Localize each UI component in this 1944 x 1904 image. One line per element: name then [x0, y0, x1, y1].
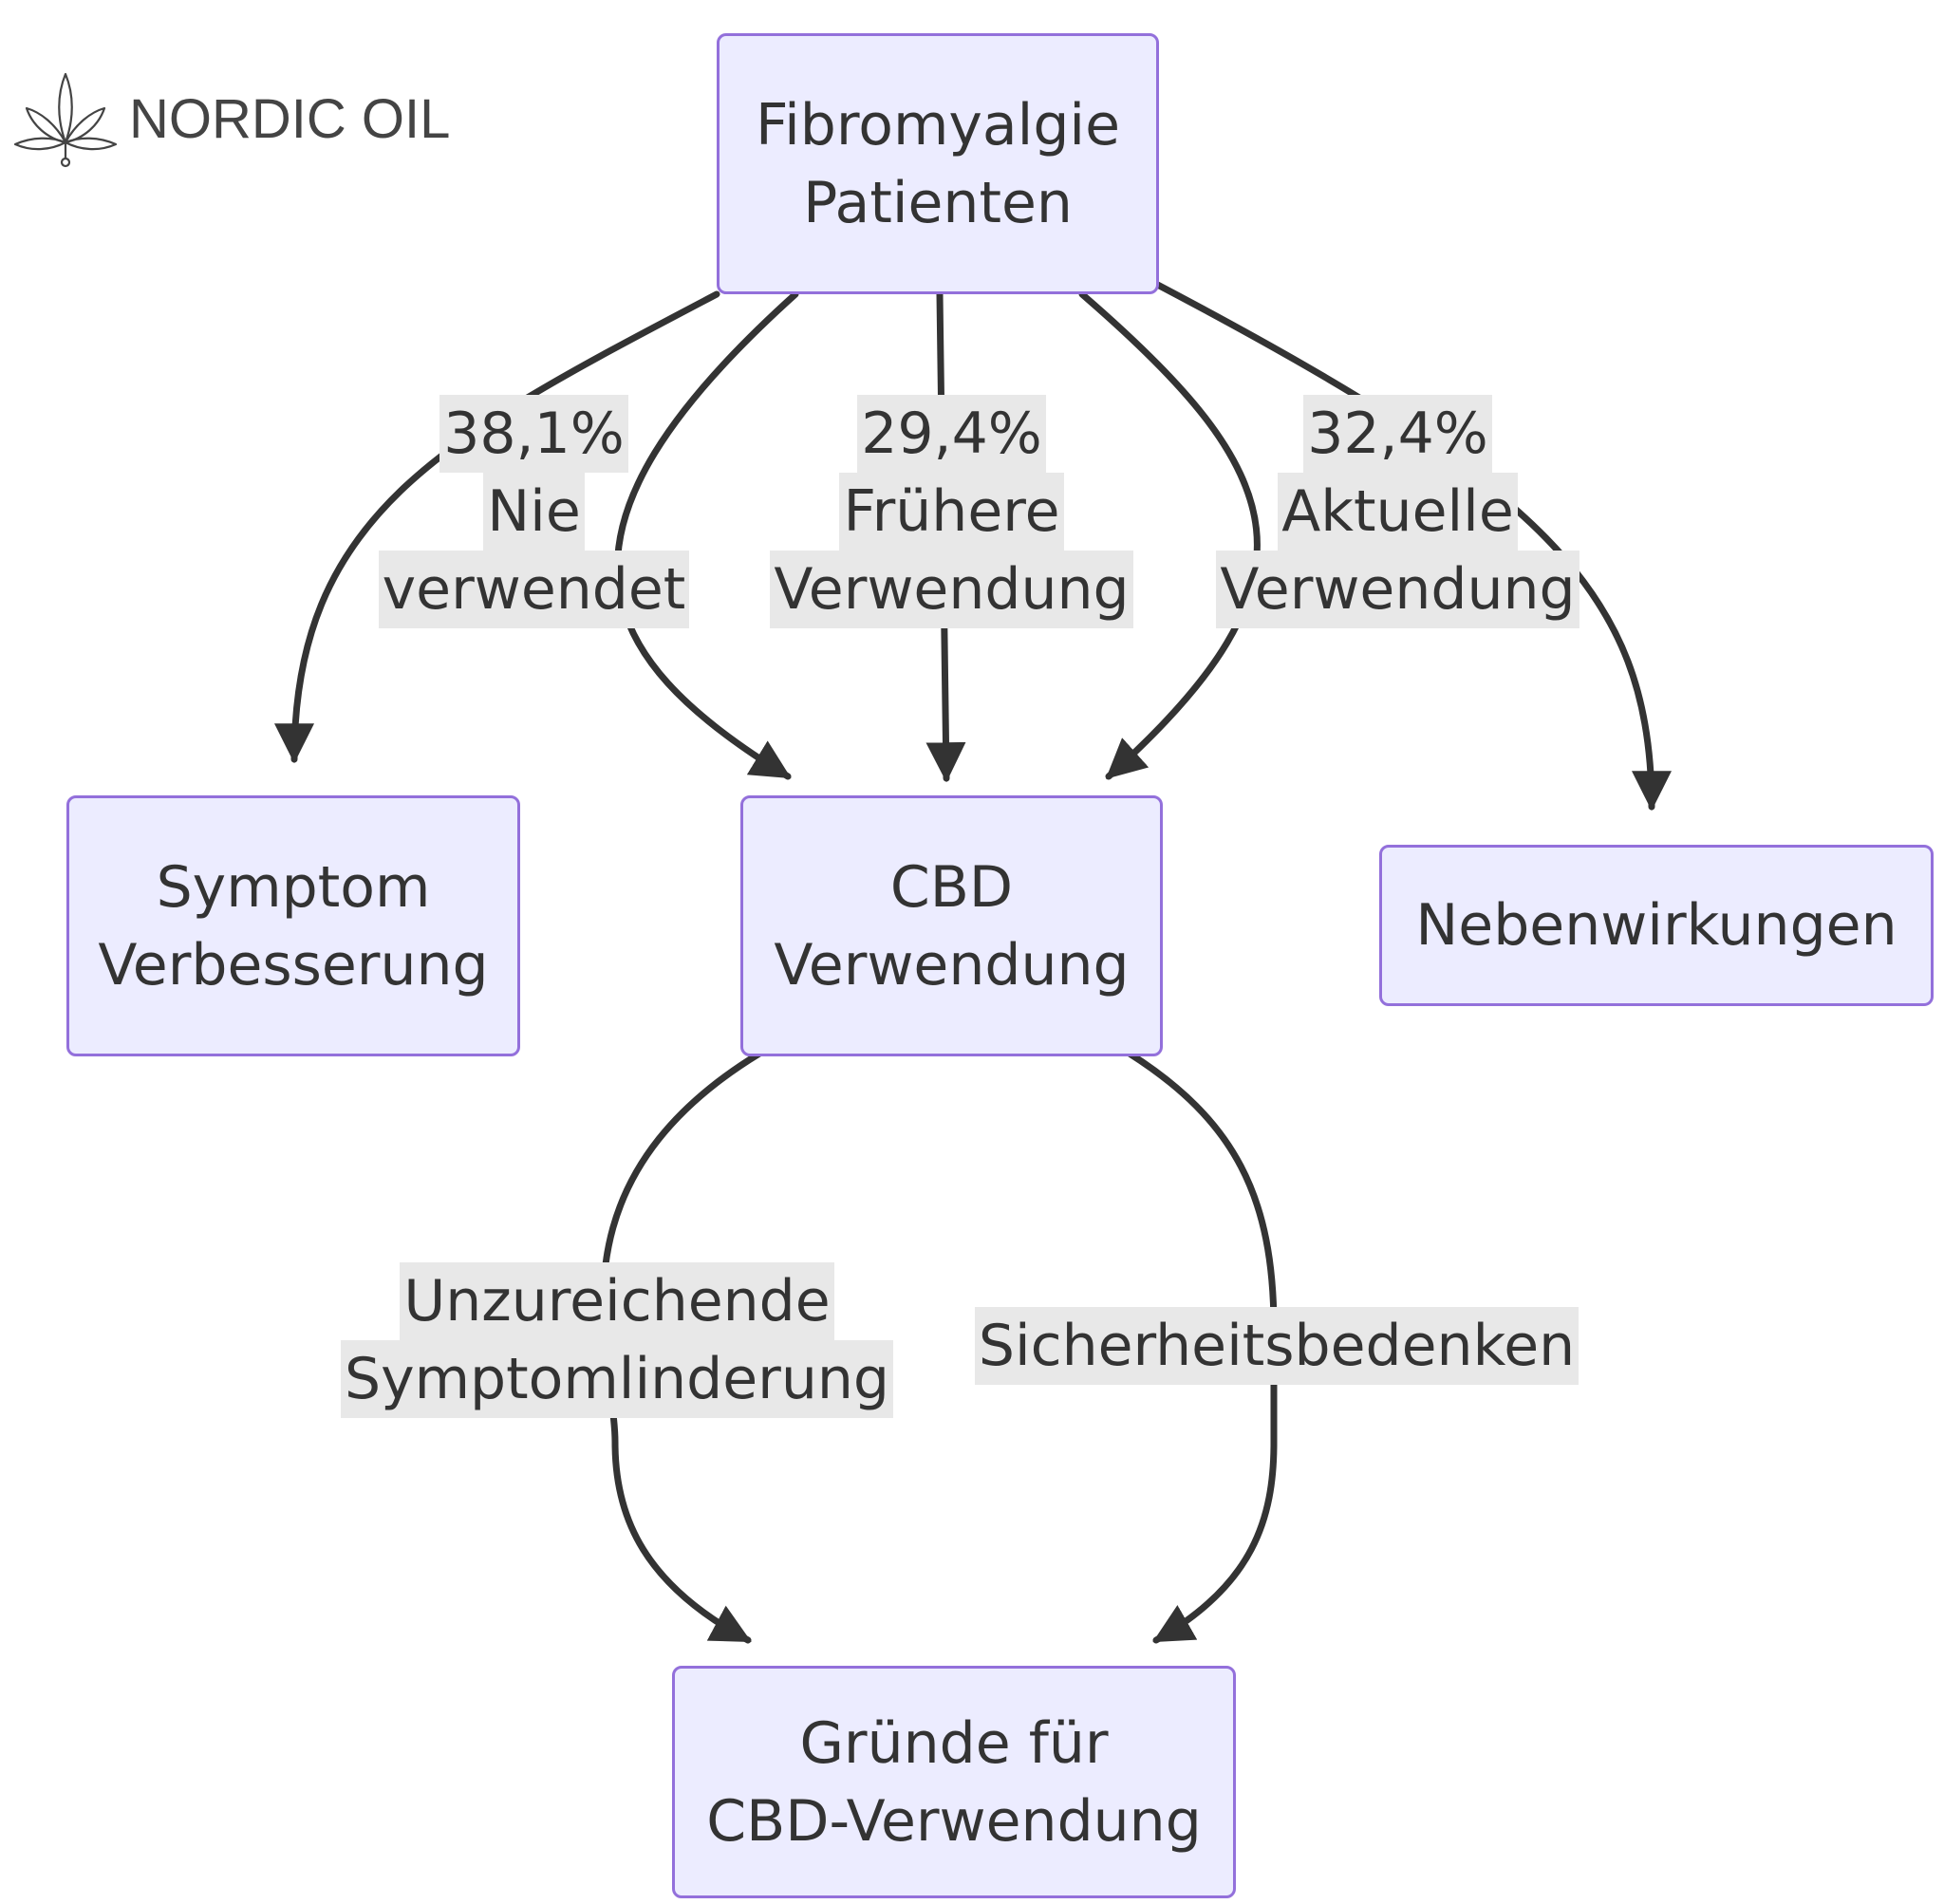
edge-label-line: 38,1%: [439, 395, 628, 473]
node-reasons-for-cbd-usage: Gründe für CBD-Verwendung: [672, 1666, 1236, 1898]
edge-label-never-used: 38,1% Nie verwendet: [375, 395, 693, 628]
edge-label-current-use: 32,4% Aktuelle Verwendung: [1206, 395, 1590, 628]
cannabis-leaf-icon: [13, 72, 118, 168]
edge-label-line: Sicherheitsbedenken: [974, 1307, 1580, 1385]
node-label-line: Verwendung: [774, 931, 1130, 999]
node-cbd-usage: CBD Verwendung: [740, 795, 1163, 1056]
edge-label-line: Frühere: [839, 473, 1064, 551]
edge-patients-to-side-effects: [1145, 276, 1672, 812]
node-label-line: CBD: [889, 853, 1014, 921]
node-symptom-improvement: Symptom Verbesserung: [66, 795, 520, 1056]
edge-label-line: Aktuelle: [1278, 473, 1518, 551]
node-fibromyalgia-patients: Fibromyalgie Patienten: [717, 33, 1159, 294]
edge-label-line: Nie: [483, 473, 585, 551]
edge-label-insufficient-relief: Unzureichende Symptomlinderung: [323, 1262, 911, 1418]
edge-patients-to-symptom: [274, 290, 720, 764]
brand-name: NORDIC OIL: [129, 87, 451, 150]
edge-label-line: Verwendung: [1216, 551, 1580, 628]
node-label-line: Verbesserung: [98, 931, 489, 999]
edge-patients-to-cbd-right: [1078, 290, 1261, 780]
edge-label-line: 29,4%: [857, 395, 1046, 473]
edge-label-line: Verwendung: [770, 551, 1133, 628]
node-label-line: Patienten: [803, 169, 1073, 236]
node-label-line: Symptom: [156, 853, 431, 921]
edge-label-former-use: 29,4% Frühere Verwendung: [759, 395, 1144, 628]
node-side-effects: Nebenwirkungen: [1379, 845, 1934, 1006]
node-label-line: Gründe für: [799, 1709, 1109, 1777]
node-label-line: Nebenwirkungen: [1415, 892, 1897, 959]
edge-label-line: Symptomlinderung: [341, 1340, 893, 1418]
node-label-line: CBD-Verwendung: [706, 1787, 1202, 1855]
edge-label-line: verwendet: [378, 551, 690, 628]
edge-label-line: Unzureichende: [400, 1262, 834, 1340]
brand-logo: NORDIC OIL: [9, 66, 450, 171]
edge-label-safety-concerns: Sicherheitsbedenken: [968, 1307, 1585, 1385]
node-label-line: Fibromyalgie: [755, 91, 1121, 159]
edge-label-line: 32,4%: [1303, 395, 1492, 473]
